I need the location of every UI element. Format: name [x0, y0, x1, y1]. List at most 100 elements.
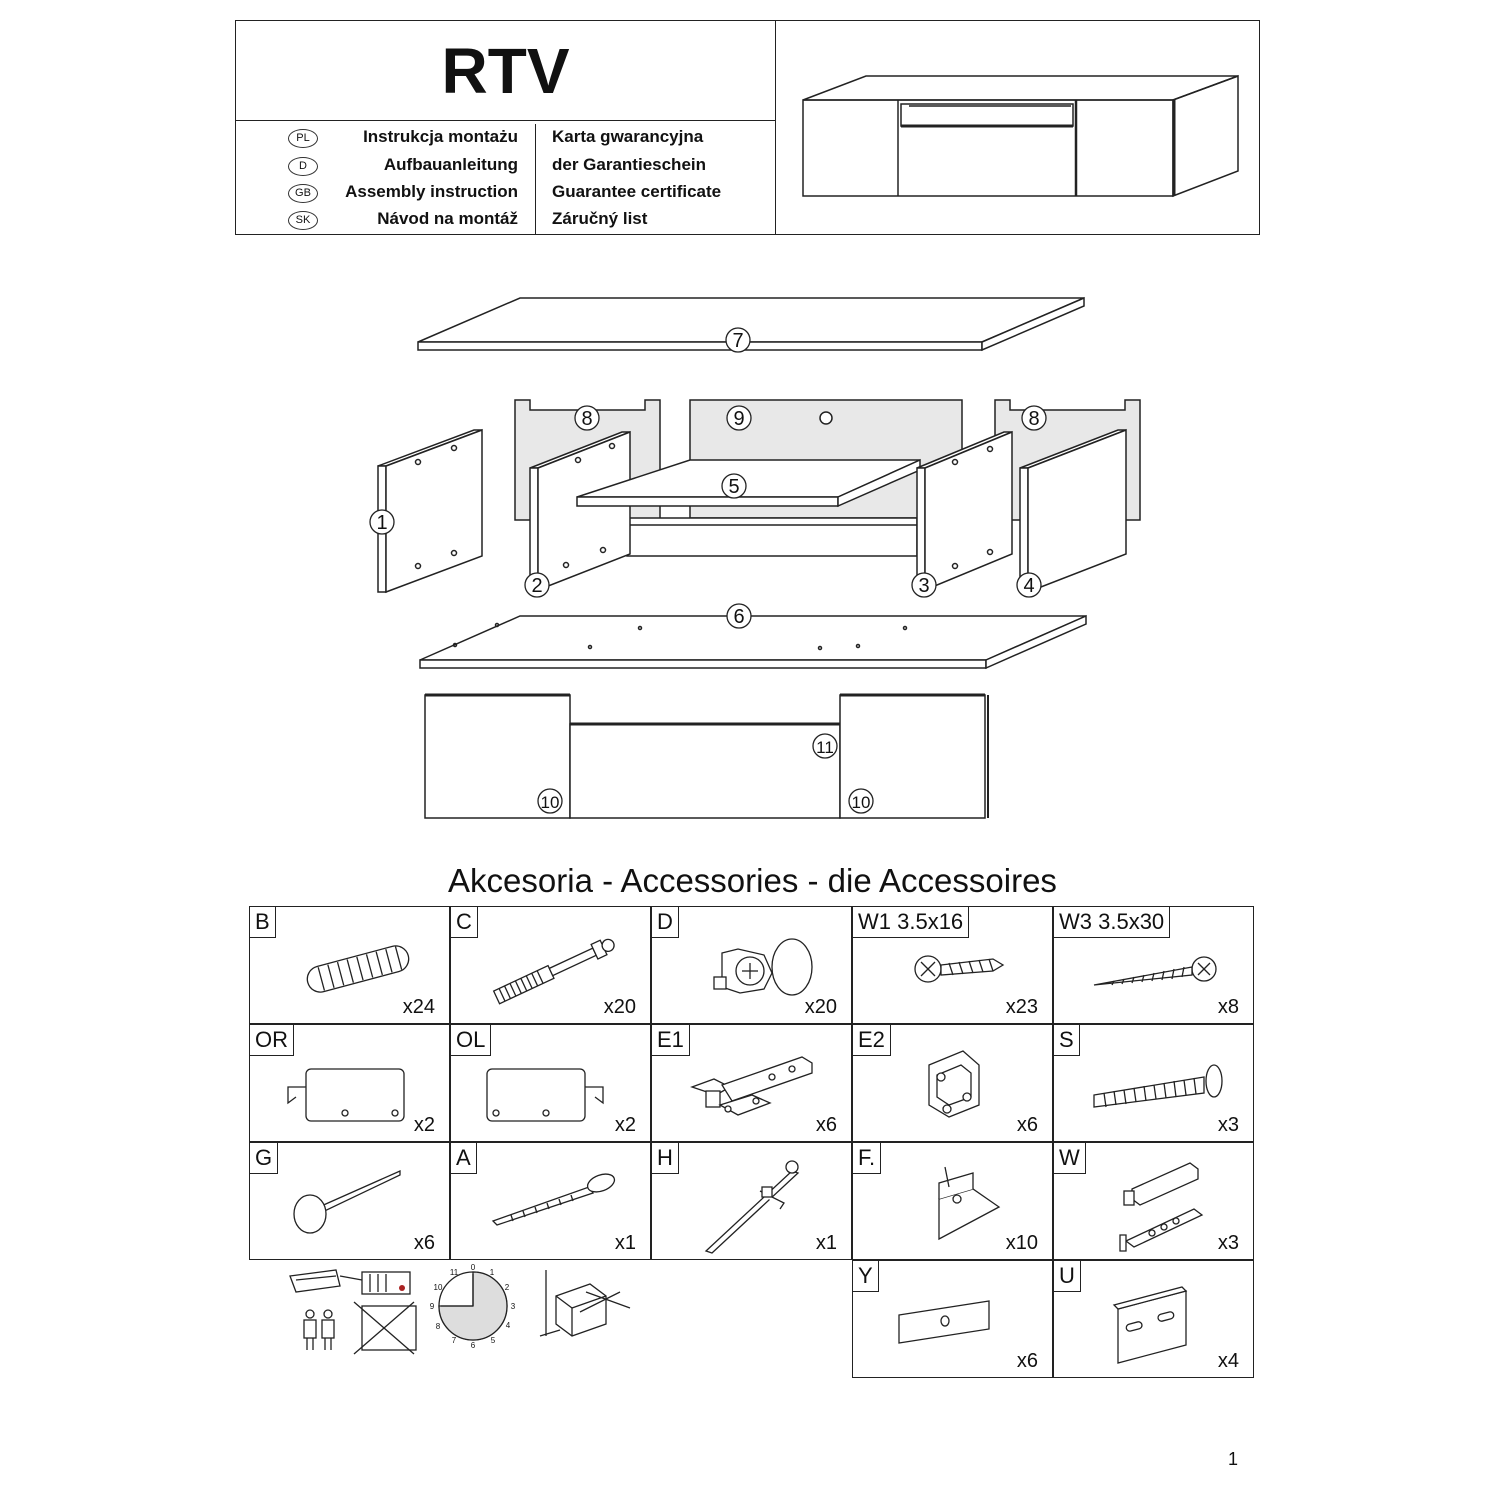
accessory-cell-w: W x3 [1053, 1142, 1254, 1260]
front-panels [424, 693, 989, 819]
accessory-label: F. [853, 1143, 882, 1174]
part-callout-7: 7 [725, 327, 751, 353]
part-callout-4: 4 [1016, 572, 1042, 598]
language-row-gb: GB Assembly instruction Guarantee certif… [236, 182, 776, 208]
no-hammer-icon [353, 1301, 417, 1355]
instruction-label: Instrukcja montażu [363, 127, 518, 146]
part-callout-1: 1 [369, 509, 395, 535]
clock-number: 4 [506, 1321, 511, 1330]
accessory-label: Y [853, 1261, 879, 1292]
svg-text:4: 4 [1023, 575, 1034, 597]
accessory-quantity: x4 [1217, 1350, 1239, 1372]
clock-number: 5 [491, 1336, 496, 1345]
part-callout-5: 5 [721, 473, 747, 499]
accessory-quantity: x2 [614, 1114, 636, 1136]
assembly-time-clock-icon: 0 1 2 3 4 5 6 7 8 9 10 11 [430, 1263, 516, 1350]
clock-number: 1 [490, 1268, 495, 1277]
hinge-plate-icon [928, 1050, 980, 1118]
accessory-quantity: x3 [1217, 1114, 1239, 1136]
svg-text:10: 10 [852, 793, 871, 812]
guarantee-label: Guarantee certificate [552, 182, 722, 201]
accessory-quantity: x6 [413, 1232, 435, 1254]
part-callout-11: 11 [812, 733, 838, 759]
accessory-label: OR [250, 1025, 294, 1056]
svg-text:11: 11 [816, 738, 834, 757]
panel-4-side [1019, 428, 1127, 594]
angle-bracket-icon [938, 1166, 1001, 1241]
rail-back [626, 517, 918, 557]
accessory-label: S [1054, 1025, 1080, 1056]
clock-number: 3 [511, 1302, 516, 1311]
accessory-quantity: x20 [603, 996, 636, 1018]
accessory-cell-e2: E2 x6 [852, 1024, 1053, 1142]
accessory-cell-e1: E1 x6 [651, 1024, 852, 1142]
accessory-label: U [1054, 1261, 1081, 1292]
product-title: RTV [236, 21, 775, 121]
part-callout-3: 3 [911, 572, 937, 598]
part-callout-8-right: 8 [1021, 405, 1047, 431]
wall-mount-icon [539, 1270, 631, 1337]
part-callout-2: 2 [524, 572, 550, 598]
clock-number: 10 [434, 1283, 443, 1292]
accessory-cell-ol: OL x2 [450, 1024, 651, 1142]
accessory-quantity: x6 [1016, 1114, 1038, 1136]
accessory-quantity: x23 [1005, 996, 1038, 1018]
accessories-title: Akcesoria - Accessories - die Accessoire… [448, 862, 1057, 899]
svg-text:3: 3 [918, 575, 929, 597]
part-callout-10-right: 10 [848, 788, 874, 814]
header-box: RTV PL Instrukcja montażu Karta gwarancy… [235, 20, 1260, 235]
accessory-label: H [652, 1143, 679, 1174]
accessory-cell-b: B x24 [249, 906, 450, 1024]
connector-screw-icon [1093, 1064, 1223, 1108]
accessory-cell-y: Y x6 [852, 1260, 1053, 1378]
accessory-cell-a: A x1 [450, 1142, 651, 1260]
accessory-quantity: x2 [413, 1114, 435, 1136]
clock-number: 8 [436, 1322, 441, 1331]
guarantee-label: der Garantieschein [552, 155, 707, 174]
accessory-label: W3 3.5x30 [1054, 907, 1171, 938]
accessory-label: W [1054, 1143, 1086, 1174]
accessory-label: B [250, 907, 276, 938]
toolbox-icon [289, 1269, 411, 1295]
instruction-label: Návod na montáž [377, 209, 518, 228]
assembly-info-icons: 0 1 2 3 4 5 6 7 8 9 10 11 [289, 1263, 631, 1355]
hanger-right-icon [287, 1068, 405, 1122]
accessory-cell-d: D x20 [651, 906, 852, 1024]
accessory-quantity: x1 [614, 1232, 636, 1254]
svg-text:8: 8 [1028, 408, 1039, 430]
accessory-quantity: x24 [402, 996, 435, 1018]
part-callout-6: 6 [726, 603, 752, 629]
language-badge: D [288, 157, 318, 176]
accessory-quantity: x10 [1005, 1232, 1038, 1254]
language-badge: GB [288, 184, 318, 203]
language-row-pl: PL Instrukcja montażu Karta gwarancyjna [236, 127, 776, 153]
wooden-dowel-icon [306, 945, 410, 993]
svg-text:5: 5 [728, 476, 739, 498]
page-number: 1 [1227, 1449, 1238, 1469]
accessory-quantity: x3 [1217, 1232, 1239, 1254]
panel-1-side [377, 428, 483, 594]
accessory-cell-g: G x6 [249, 1142, 450, 1260]
svg-text:6: 6 [733, 606, 744, 628]
svg-text:8: 8 [581, 408, 592, 430]
short-screw-icon [914, 955, 1005, 983]
svg-text:10: 10 [541, 793, 560, 812]
clock-number: 7 [452, 1336, 457, 1345]
cam-lock-icon [713, 938, 813, 996]
cam-bolt-icon [492, 938, 615, 1005]
tv-cabinet-illustration [802, 74, 1239, 198]
panel-6-bottom [419, 614, 1087, 670]
accessory-cell-w3: W3 3.5x30 x8 [1053, 906, 1254, 1024]
long-screw-icon [1093, 956, 1217, 986]
wall-hanger-set-icon [1119, 1162, 1204, 1252]
hanger-left-icon [486, 1068, 604, 1122]
eye-screw-icon [491, 1173, 616, 1226]
svg-text:7: 7 [732, 330, 743, 352]
accessory-label: D [652, 907, 679, 938]
language-row-d: D Aufbauanleitung der Garantieschein [236, 155, 776, 181]
svg-text:2: 2 [531, 575, 542, 597]
accessory-cell-h: H x1 [651, 1142, 852, 1260]
hanging-plate-icon [1112, 1286, 1188, 1364]
accessory-quantity: x20 [804, 996, 837, 1018]
part-callout-8-left: 8 [574, 405, 600, 431]
